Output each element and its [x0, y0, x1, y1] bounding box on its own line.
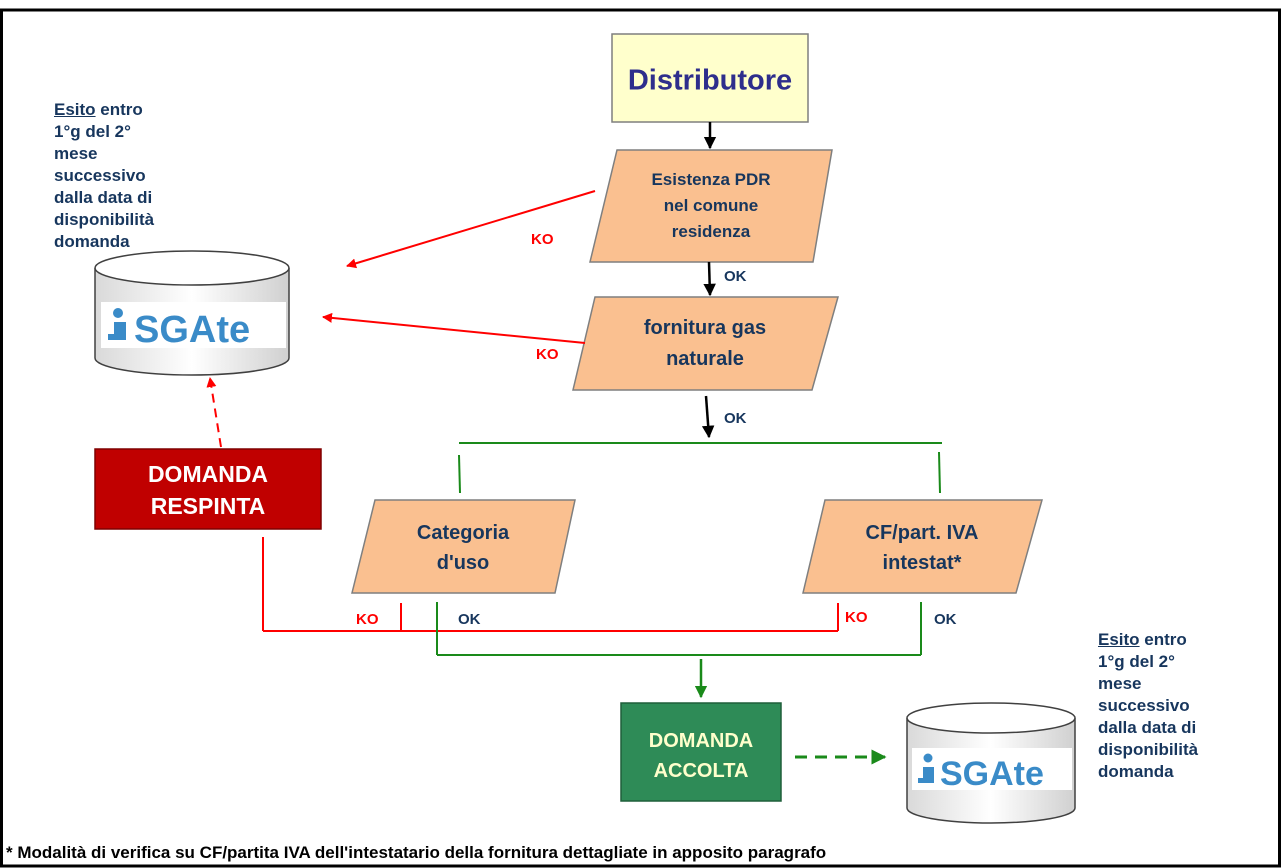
esistenza-line-1: Esistenza PDR	[651, 170, 770, 189]
respinta-line-2: RESPINTA	[151, 493, 266, 519]
arrow-fornitura-ko	[322, 312, 586, 344]
ok-label-fornitura: OK	[724, 410, 747, 427]
esito-rest-left: entro	[95, 100, 143, 119]
esito-lines-right: 1°g del 2° mese successivo dalla data di…	[1098, 652, 1199, 781]
sgate-logo-left	[101, 302, 286, 348]
sgate-database-right: SGAte	[906, 702, 1076, 824]
ko-label-fornitura: KO	[536, 346, 559, 363]
arrow-esistenza-fornitura	[703, 261, 716, 297]
cf-line-1: CF/part. IVA	[866, 522, 979, 544]
fornitura-line-1: fornitura gas	[644, 317, 766, 339]
esito-word-right: Esito	[1098, 630, 1140, 649]
esito-note-right: Esito entro 1°g del 2° mese successivo d…	[1098, 607, 1278, 805]
cf-line-2: intestat*	[883, 552, 962, 574]
categoria-line-2: d'uso	[437, 552, 490, 574]
distributore-label: Distributore	[628, 65, 792, 97]
split-connector	[458, 442, 942, 494]
accolta-line-1: DOMANDA	[649, 730, 753, 752]
sgate-logo-right	[912, 748, 1072, 790]
esistenza-line-2: nel comune	[664, 196, 758, 215]
categoria-line-1: Categoria	[417, 522, 510, 544]
esito-note-left: Esito entro 1°g del 2° mese successivo d…	[54, 77, 234, 275]
distributore-node: Distributore	[611, 33, 809, 123]
fornitura-gas-node: fornitura gas naturale	[572, 296, 839, 391]
ko-connectors	[262, 537, 839, 632]
fornitura-line-2: naturale	[666, 348, 744, 370]
cf-piva-node: CF/part. IVA intestat*	[802, 499, 1043, 594]
arrow-fornitura-split	[701, 395, 715, 439]
categoria-uso-node: Categoria d'uso	[351, 499, 576, 594]
arrow-esistenza-ko	[346, 190, 596, 269]
esito-rest-right: entro	[1139, 630, 1187, 649]
ok-label-categoria: OK	[458, 611, 481, 628]
ko-label-esistenza: KO	[531, 231, 554, 248]
sgate-database-left: SGAte	[94, 250, 290, 376]
esito-lines-left: 1°g del 2° mese successivo dalla data di…	[54, 122, 155, 251]
sgate-logo-text-left: SGAte	[134, 309, 250, 351]
ko-label-cf: KO	[845, 609, 868, 626]
esito-word-left: Esito	[54, 100, 96, 119]
ok-label-cf: OK	[934, 611, 957, 628]
esistenza-line-3: residenza	[672, 222, 751, 241]
footnote: * Modalità di verifica su CF/partita IVA…	[6, 843, 827, 862]
accolta-line-2: ACCOLTA	[654, 760, 749, 782]
arrow-respinta-sgate	[206, 377, 222, 448]
ko-label-categoria: KO	[356, 611, 379, 628]
domanda-respinta-node: DOMANDA RESPINTA	[94, 448, 322, 530]
diagram-border	[0, 8, 1281, 868]
esistenza-pdr-node: Esistenza PDR nel comune residenza	[589, 149, 833, 263]
domanda-accolta-node: DOMANDA ACCOLTA	[620, 702, 782, 802]
respinta-line-1: DOMANDA	[148, 461, 268, 487]
ok-connectors	[436, 602, 922, 656]
ok-label-esistenza: OK	[724, 268, 747, 285]
sgate-logo-text-right: SGAte	[940, 755, 1044, 793]
